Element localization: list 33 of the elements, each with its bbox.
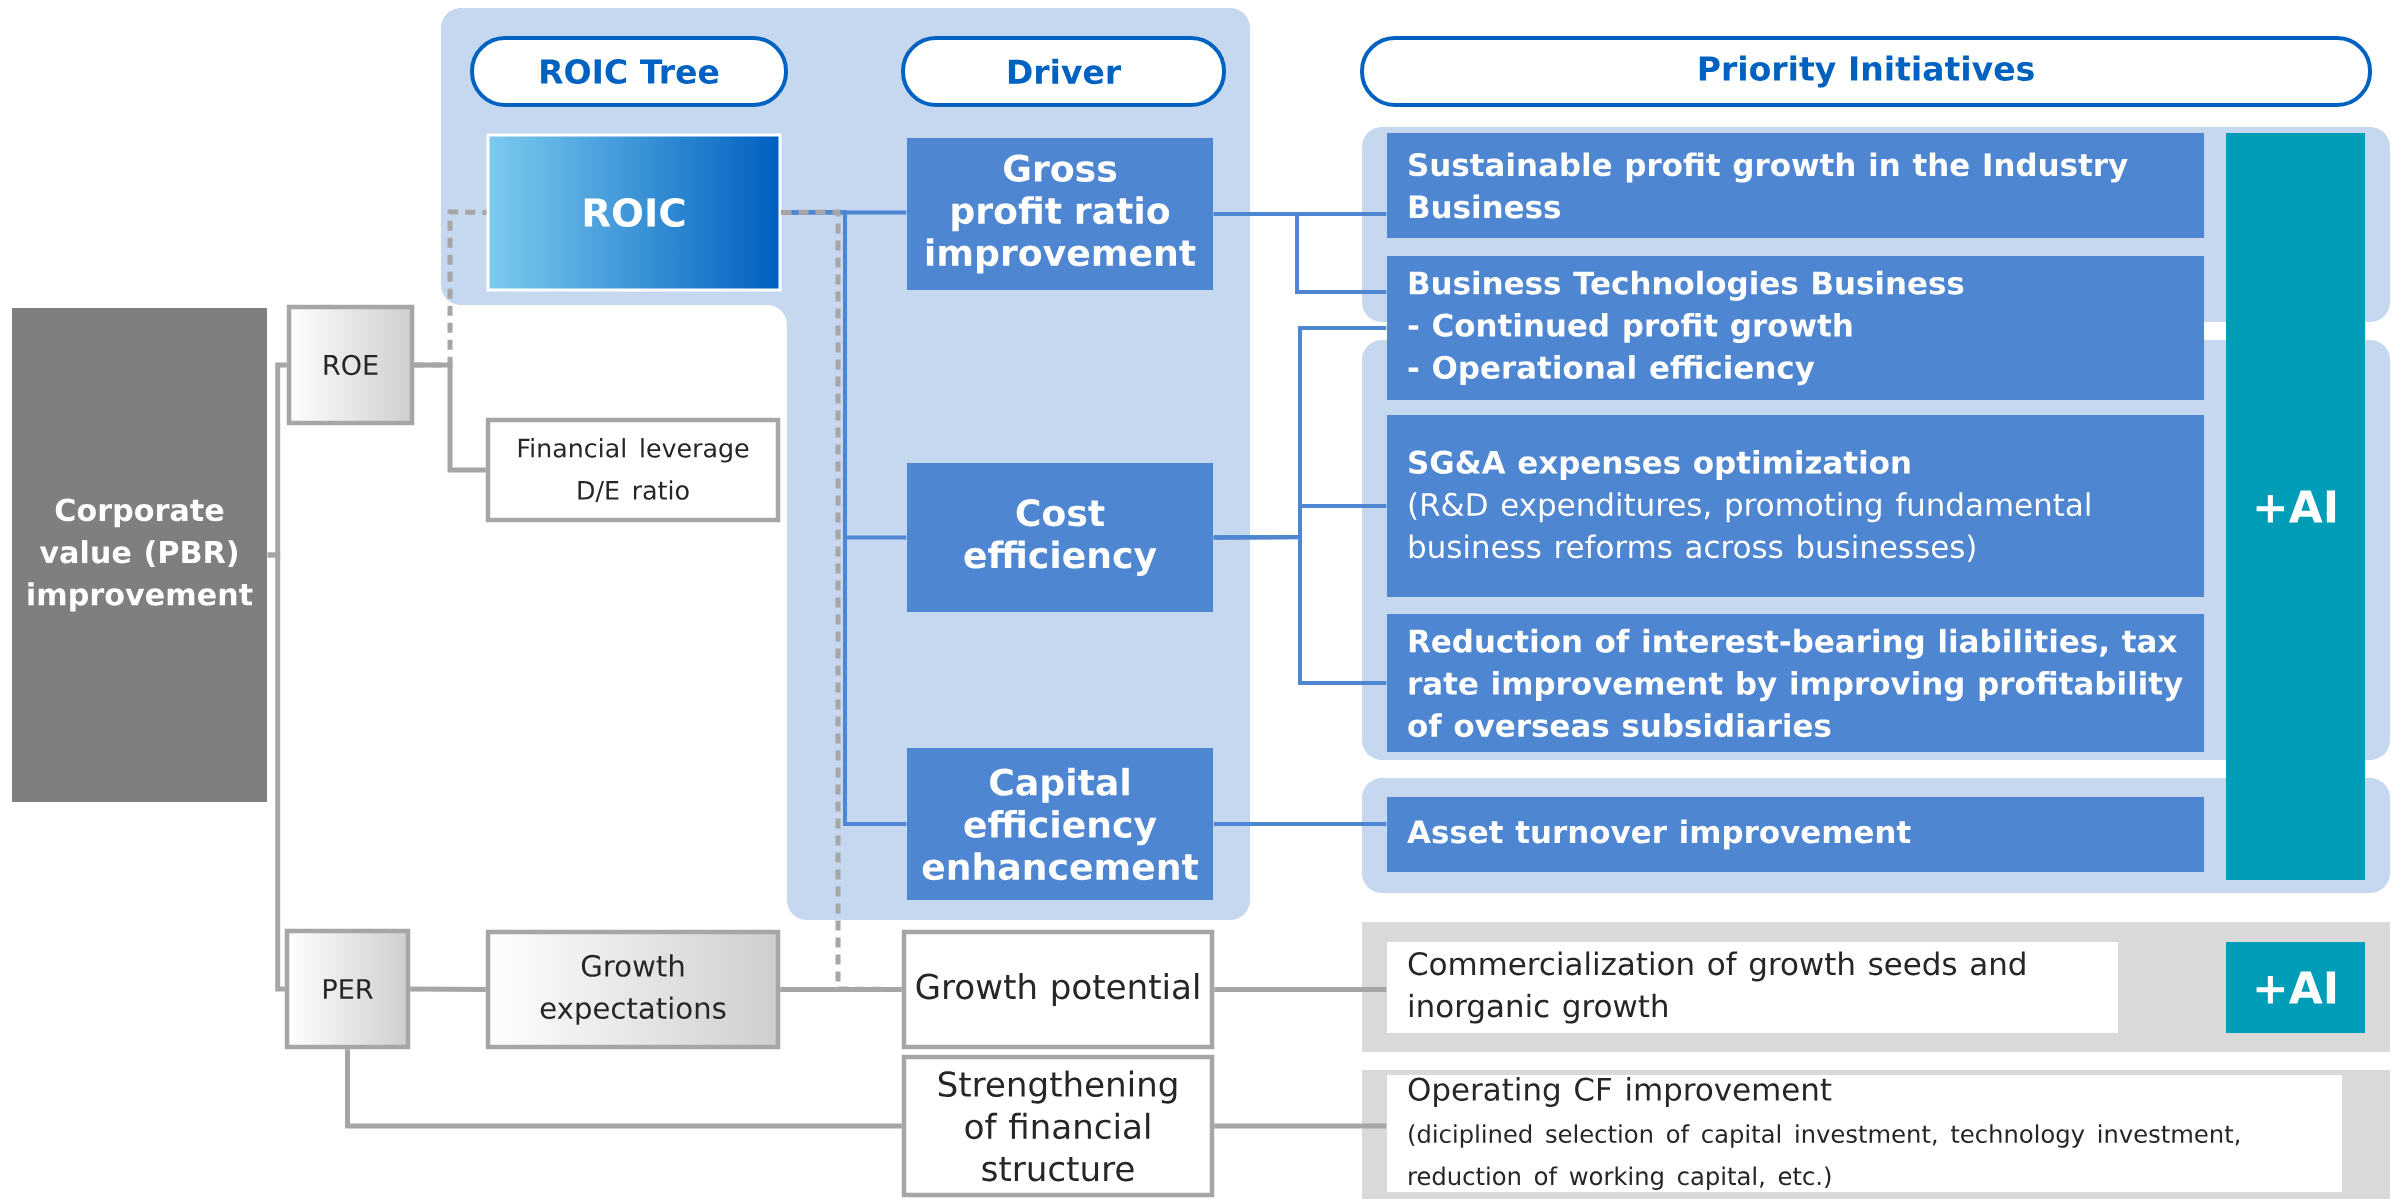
header-pill: Priority Initiatives [1360, 36, 2373, 107]
metric-box: ROE [286, 304, 415, 426]
initiative-box: Reduction of interest-bearing liabilities, tax rate improvement by improving profitability of overseas subsidiaries [1387, 614, 2205, 752]
connector-line [414, 362, 486, 473]
connector-line [1214, 987, 1387, 992]
ai-bar: +AI [2226, 133, 2366, 880]
initiative-box: Commercialization of growth seeds and inorganic growth [1387, 942, 2119, 1033]
header-pill: ROIC Tree [470, 36, 788, 107]
connector-line [780, 987, 902, 992]
metric-box: Growth expectations [485, 929, 781, 1050]
connector-line [267, 552, 285, 992]
driver-box: Growth potential [901, 929, 1215, 1050]
roic-box: ROIC [486, 133, 782, 292]
driver-box: Capital efficiency enhancement [907, 748, 1214, 900]
connector-line [1214, 1123, 1387, 1129]
driver-box: Strengthening of financial structure [901, 1054, 1215, 1198]
initiative-box: SG&A expenses optimization (R&D expenditures, promoting fundamental business reforms across businesses) [1387, 415, 2205, 597]
metric-box: PER [284, 928, 411, 1050]
metric-box: Financial leverage D/E ratio [485, 417, 781, 523]
goal-box: Corporate value (PBR) improvement [12, 308, 267, 802]
ai-badge: +AI [2226, 942, 2366, 1033]
connector-line [410, 986, 486, 992]
initiative-box: Business Technologies Business - Continued profit growth - Operational efficiency [1387, 256, 2205, 400]
connector-line [345, 1049, 902, 1129]
driver-box: Cost efficiency [907, 463, 1214, 612]
initiative-box: Operating CF improvement (diciplined selection of capital investment, technology investment, reduction of working capital, etc.) [1387, 1075, 2343, 1192]
initiative-box: Asset turnover improvement [1387, 797, 2205, 872]
connector-line [1213, 534, 1387, 685]
initiative-box: Sustainable profit growth in the Industry Business [1387, 133, 2205, 238]
connector-line [1213, 212, 1387, 294]
driver-box: Gross profit ratio improvement [907, 138, 1214, 290]
header-pill: Driver [901, 36, 1226, 107]
connector-line [1213, 822, 1387, 826]
